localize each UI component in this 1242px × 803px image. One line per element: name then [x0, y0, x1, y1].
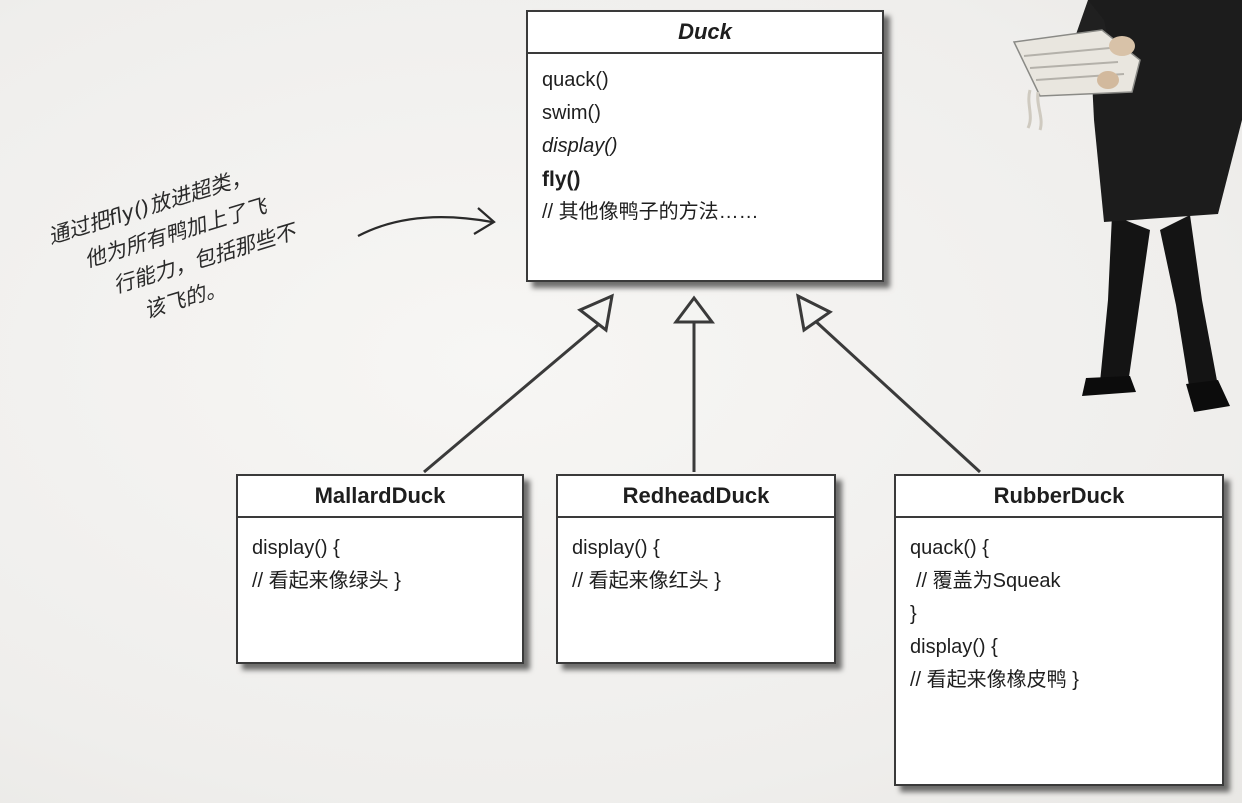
rubber-method-line: }	[910, 603, 917, 625]
rubber-duck-class-name: RubberDuck	[896, 476, 1222, 518]
duck-method-other: // 其他像鸭子的方法……	[542, 201, 759, 223]
person-hand	[1109, 36, 1135, 56]
mallard-method-line: display() {	[252, 537, 340, 559]
duck-method-display: display()	[542, 135, 618, 157]
inheritance-triangle-mallard	[577, 293, 614, 333]
paper-fold	[1026, 89, 1043, 131]
duck-class-name: Duck	[528, 12, 882, 54]
redhead-duck-class-box: RedheadDuck display() { // 看起来像红头 }	[556, 474, 836, 664]
rubber-duck-class-box: RubberDuck quack() { // 覆盖为Squeak } disp…	[894, 474, 1224, 786]
arrow-head-icon	[473, 207, 496, 235]
rubber-method-line: display() {	[910, 636, 998, 658]
mallard-duck-class-name: MallardDuck	[238, 476, 522, 518]
redhead-duck-class-name: RedheadDuck	[558, 476, 834, 518]
duck-method-fly: fly()	[542, 168, 581, 191]
person-hand-lower	[1097, 71, 1119, 89]
rubber-method-line: quack() {	[910, 537, 989, 559]
mallard-method-line: // 看起来像绿头 }	[252, 570, 401, 592]
redhead-duck-methods: display() { // 看起来像红头 }	[558, 518, 834, 606]
duck-class-box: Duck quack() swim() display() fly() // 其…	[526, 10, 884, 282]
duck-method-quack: quack()	[542, 69, 609, 91]
inheritance-line-rubber	[810, 316, 982, 474]
rubber-method-line: // 覆盖为Squeak	[916, 570, 1061, 592]
inheritance-triangle-redhead	[673, 295, 715, 324]
rubber-method-line: // 看起来像橡皮鸭 }	[910, 669, 1079, 691]
rubber-duck-methods: quack() { // 覆盖为Squeak } display() { // …	[896, 518, 1222, 705]
inheritance-line-mallard	[423, 318, 605, 474]
duck-method-swim: swim()	[542, 102, 601, 124]
mallard-duck-methods: display() { // 看起来像绿头 }	[238, 518, 522, 606]
inheritance-triangle-rubber	[796, 293, 833, 333]
arrow-icon	[357, 216, 493, 237]
person-left-leg	[1100, 215, 1150, 384]
person-left-shoe	[1082, 376, 1136, 396]
duck-methods: quack() swim() display() fly() // 其他像鸭子的…	[528, 54, 882, 237]
redhead-method-line: display() {	[572, 537, 660, 559]
redhead-method-line: // 看起来像红头 }	[572, 570, 721, 592]
person-right-leg	[1160, 215, 1218, 392]
mallard-duck-class-box: MallardDuck display() { // 看起来像绿头 }	[236, 474, 524, 664]
person-illustration	[1012, 0, 1242, 412]
person-right-shoe	[1186, 380, 1230, 412]
